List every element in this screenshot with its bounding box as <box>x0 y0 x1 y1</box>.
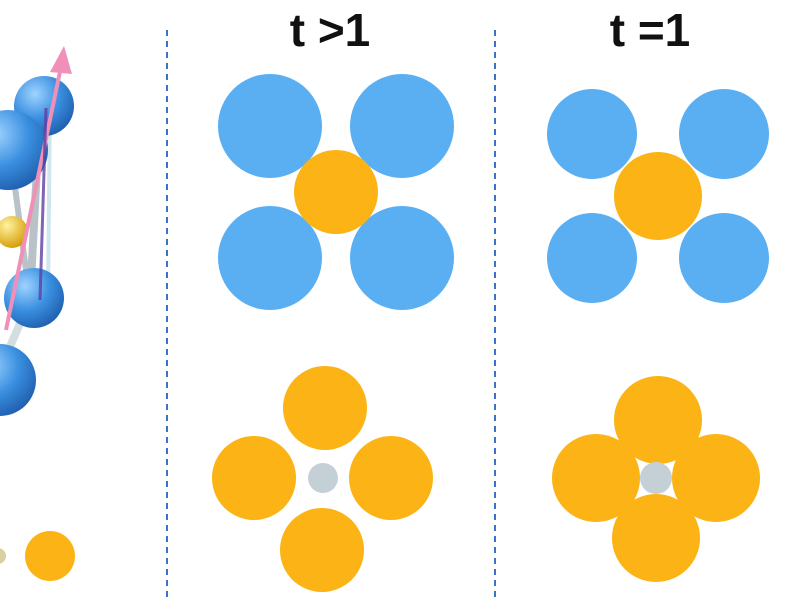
legend-gray-atom <box>0 548 6 564</box>
b-site-arrangement <box>552 376 760 582</box>
crystal-structure-3d <box>0 46 75 581</box>
b-site-atom <box>349 436 433 520</box>
b-site-atom <box>294 150 378 234</box>
b-site-atom <box>672 434 760 522</box>
panel-t-greater-1 <box>212 74 454 592</box>
a-site-atom <box>218 74 322 178</box>
panel-t-equal-1 <box>547 89 769 582</box>
a-site-atom <box>547 213 637 303</box>
b-site-arrangement <box>212 366 433 592</box>
axis-line <box>38 107 48 301</box>
a-site-atom <box>218 206 322 310</box>
b-site-atom <box>552 434 640 522</box>
a-site-arrangement <box>218 74 454 310</box>
panel-title-t-greater-1: t >1 <box>289 4 371 56</box>
a-site-arrangement <box>547 89 769 303</box>
a-site-atom <box>350 206 454 310</box>
panel-title-t-equal-1: t =1 <box>609 4 691 56</box>
arrow-head <box>50 46 72 74</box>
b-site-atom <box>614 152 702 240</box>
b-site-atom <box>212 436 296 520</box>
b-site-atom <box>612 494 700 582</box>
b-site-atom <box>614 376 702 464</box>
atom <box>4 268 64 328</box>
a-site-atom <box>350 74 454 178</box>
atom <box>0 110 48 190</box>
center-atom <box>640 462 672 494</box>
axis-arrow <box>4 61 64 331</box>
a-site-atom <box>679 89 769 179</box>
b-site-atom <box>283 366 367 450</box>
atom <box>0 216 28 248</box>
atom <box>0 344 36 416</box>
a-site-atom <box>547 89 637 179</box>
center-atom <box>308 463 338 493</box>
legend-b-atom <box>25 531 75 581</box>
a-site-atom <box>679 213 769 303</box>
b-site-atom <box>280 508 364 592</box>
